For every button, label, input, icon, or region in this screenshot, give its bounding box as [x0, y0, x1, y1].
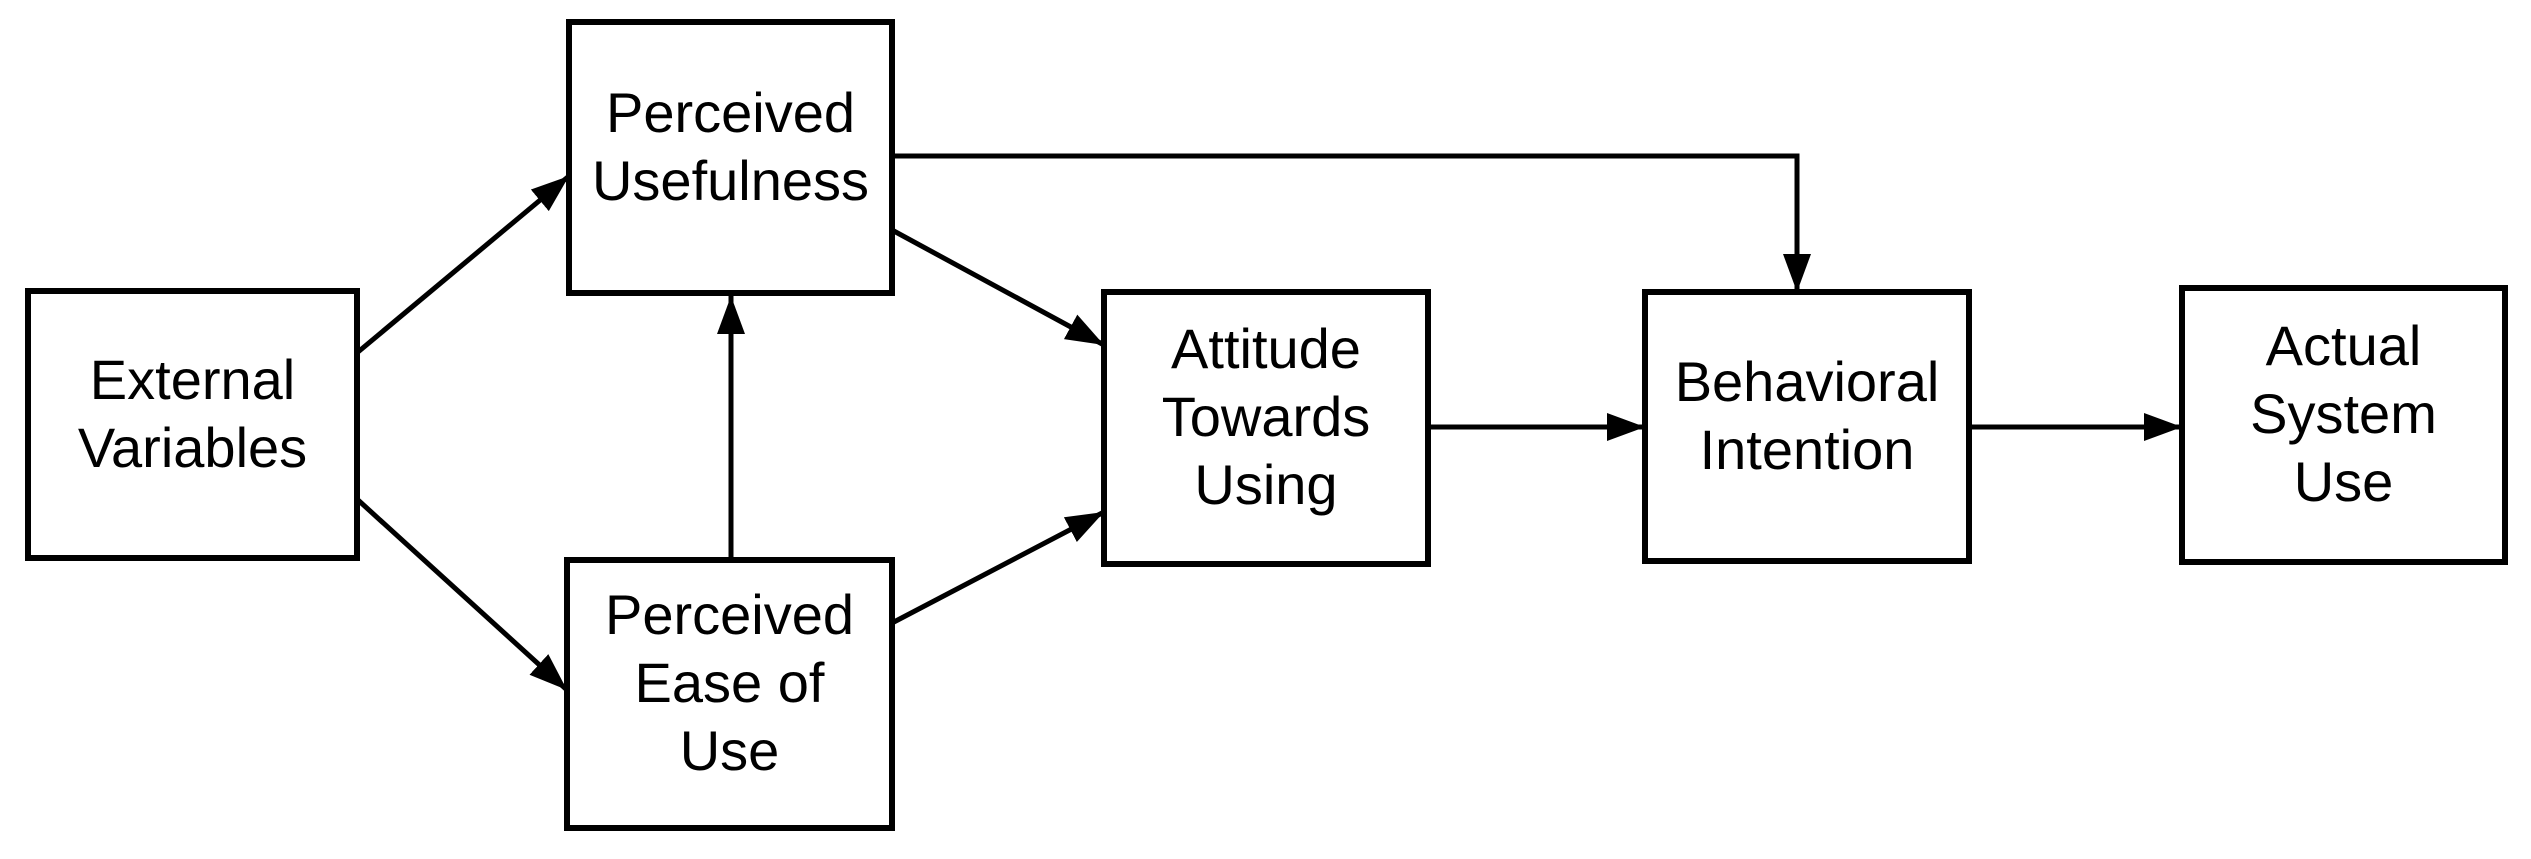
arrow-external-to-usefulness [356, 174, 571, 354]
box-external-variables [25, 288, 360, 561]
arrow-external-to-ease-of-use [356, 498, 569, 692]
box-attitude-towards-using [1101, 289, 1431, 567]
box-actual-system-use [2179, 285, 2508, 565]
arrow-usefulness-to-attitude [890, 227, 1106, 348]
box-perceived-usefulness [566, 19, 895, 296]
box-behavioral-intention [1642, 289, 1972, 564]
arrow-usefulness-to-intention-elbow [892, 153, 1811, 292]
box-perceived-ease-of-use [564, 557, 895, 831]
arrow-ease-of-use-to-attitude [890, 509, 1106, 626]
